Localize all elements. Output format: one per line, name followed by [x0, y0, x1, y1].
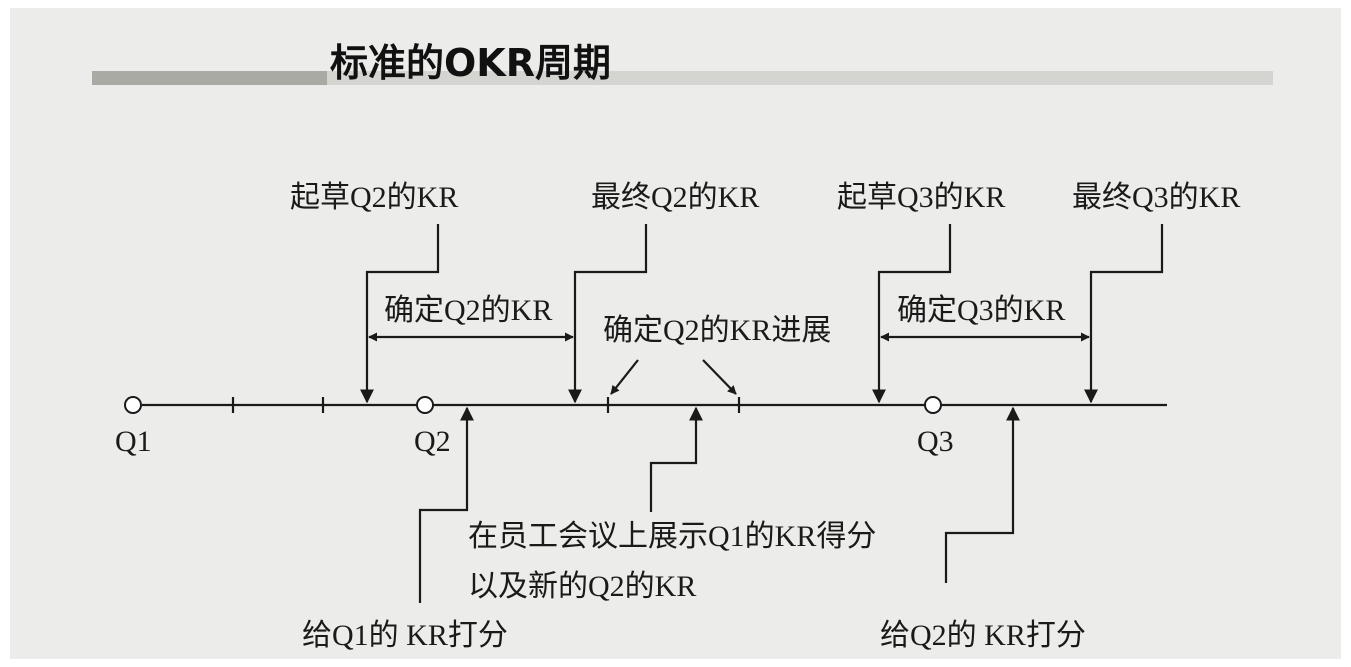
draft-q3-label: 起草Q3的KR	[837, 181, 1005, 214]
draft-q3-arrow	[872, 224, 952, 404]
page-title: 标准的OKR周期	[330, 41, 611, 85]
score-q2-arrow	[944, 406, 1020, 583]
q1-marker	[124, 396, 142, 414]
score-q1-label: 给Q1的 KR打分	[302, 619, 508, 652]
confirm-q3-label: 确定Q3的KR	[897, 294, 1065, 327]
background-panel	[10, 8, 1341, 659]
q3-label: Q3	[917, 425, 954, 458]
show-scores-line2: 以及新的Q2的KR	[468, 570, 696, 603]
progress-arrow-left	[610, 359, 639, 395]
final-q3-label: 最终Q3的KR	[1072, 181, 1240, 214]
confirm-q2-progress-label: 确定Q2的KR进展	[603, 314, 831, 347]
final-q2-arrow	[568, 224, 648, 404]
q1-label: Q1	[115, 425, 152, 458]
show-scores-arrow	[649, 406, 703, 512]
final-q3-arrow	[1084, 224, 1164, 404]
title-bar-light	[327, 71, 1273, 85]
show-scores-line1: 在员工会议上展示Q1的KR得分	[468, 520, 876, 553]
title-bar-dark	[92, 71, 327, 85]
progress-arrow-right	[702, 359, 737, 395]
draft-q2-label: 起草Q2的KR	[290, 181, 458, 214]
confirm-q2-label: 确定Q2的KR	[384, 294, 552, 327]
q2-label: Q2	[414, 425, 451, 458]
draft-q2-arrow	[360, 224, 440, 404]
q3-marker	[924, 396, 942, 414]
score-q1-arrow	[418, 406, 474, 603]
score-q2-label: 给Q2的 KR打分	[880, 619, 1086, 652]
final-q2-label: 最终Q2的KR	[591, 181, 759, 214]
q2-marker	[416, 396, 434, 414]
